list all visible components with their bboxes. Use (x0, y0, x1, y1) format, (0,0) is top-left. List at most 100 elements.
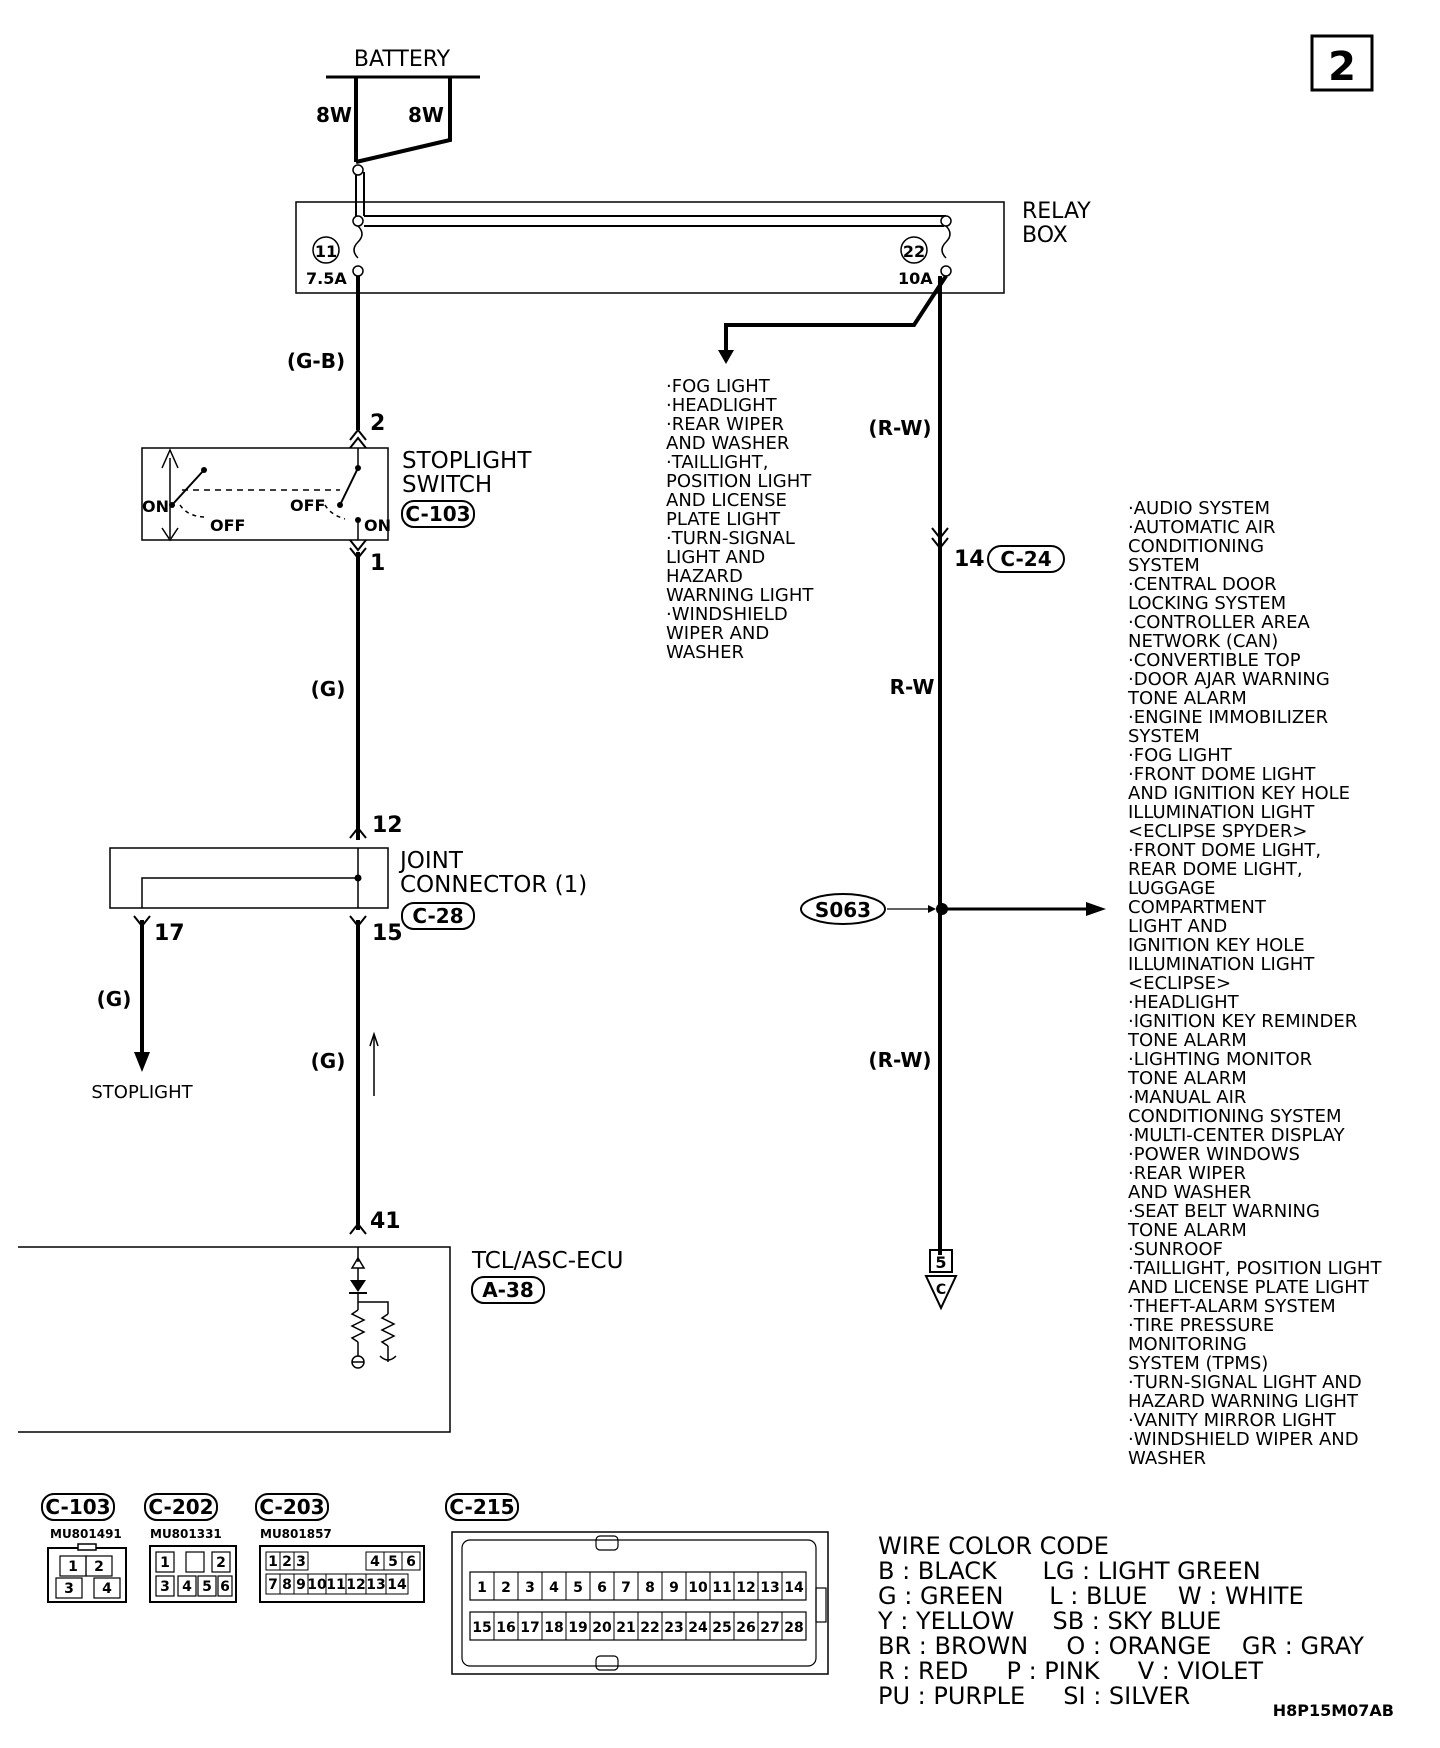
branch-item: ·FOG LIGHT (666, 376, 771, 397)
pin-cell: 6 (220, 1579, 230, 1595)
wire-g-b: (G-B) 2 (287, 276, 385, 436)
connector-part: MU801331 (150, 1527, 222, 1541)
connector-c203: C-203 MU801857 1 2 3 4 5 6 7 8 9 10 11 (255, 1493, 425, 1603)
branch-item: ·CONTROLLER AREA (1128, 612, 1310, 633)
branch-item: ·WINDSHIELD WIPER AND (1128, 1429, 1359, 1450)
fuse22-branch-list: ·FOG LIGHT ·HEADLIGHT ·REAR WIPER AND WA… (666, 376, 819, 663)
branch-item: ·TURN-SIGNAL (666, 528, 795, 549)
continuation-marker: 5 C (924, 1249, 958, 1311)
branch-item: ·CONVERTIBLE TOP (1128, 650, 1301, 671)
wire-color-code-row: B : BLACK LG : LIGHT GREEN (878, 1557, 1261, 1585)
branch-item: ILLUMINATION LIGHT (1128, 802, 1315, 823)
ecu-connector: A-38 (482, 1278, 534, 1302)
branch-item: HAZARD (666, 566, 743, 587)
branch-item: ·TAILLIGHT, (666, 452, 769, 473)
branch-item: AND WASHER (666, 433, 789, 454)
diode-icon (350, 1280, 366, 1292)
resistor-icon (350, 1309, 366, 1343)
branch-item: ·REAR WIPER (1128, 1163, 1246, 1184)
branch-item: AND WASHER (1128, 1182, 1251, 1203)
pin-cell: 14 (784, 1580, 804, 1596)
switch-on-right: ON (364, 516, 391, 535)
continuation-ref: C (936, 1282, 946, 1298)
branch-item: ·AUTOMATIC AIR (1128, 517, 1276, 538)
pin-cell: 2 (282, 1554, 292, 1570)
pin-cell: 12 (736, 1580, 755, 1596)
branch-item: ·VANITY MIRROR LIGHT (1128, 1410, 1337, 1431)
pin-cell: 9 (296, 1577, 306, 1593)
wire-color-code-row: PU : PURPLE SI : SILVER (878, 1682, 1190, 1710)
figure-code: H8P15M07AB (1273, 1701, 1394, 1720)
wire-label-rw-mid: R-W (890, 675, 935, 699)
pin-cell: 24 (688, 1620, 708, 1636)
pin-cell: 7 (621, 1580, 631, 1596)
wire-label-g-1: (G) (311, 677, 346, 701)
connector-badge (144, 1493, 218, 1521)
connector-name: C-202 (148, 1495, 213, 1519)
branch-item: ·ENGINE IMMOBILIZER (1128, 707, 1328, 728)
branch-item: ILLUMINATION LIGHT (1128, 954, 1315, 975)
branch-item: ·WINDSHIELD (666, 604, 788, 625)
branch-item: SYSTEM (TPMS) (1128, 1353, 1268, 1374)
branch-item: TONE ALARM (1127, 1220, 1247, 1241)
joint-pin-top: 12 (372, 813, 403, 838)
branch-item: ·IGNITION KEY REMINDER (1128, 1011, 1357, 1032)
fuse-11-icon (353, 225, 363, 259)
pin-cell: 26 (736, 1620, 755, 1636)
a38-connector-badge (471, 1276, 545, 1304)
branch-item: ·TIRE PRESSURE (1128, 1315, 1274, 1336)
branch-item: NETWORK (CAN) (1128, 631, 1278, 652)
connector-badge (445, 1493, 519, 1521)
branch-item: MONITORING (1128, 1334, 1247, 1355)
branch-item: ·CENTRAL DOOR (1128, 574, 1277, 595)
pin-cell: 8 (645, 1580, 655, 1596)
battery: BATTERY 8W 8W (316, 47, 480, 164)
pin-cell: 9 (669, 1580, 679, 1596)
branch-item: ·SUNROOF (1128, 1239, 1223, 1260)
c103-connector-badge (401, 500, 475, 528)
pin-cell: 4 (102, 1581, 112, 1597)
splice-label: S063 (815, 898, 871, 922)
connector-name: C-203 (259, 1495, 324, 1519)
c24-connector-badge (987, 545, 1065, 573)
pin-cell: 12 (346, 1577, 365, 1593)
switch-pin-bottom: 1 (370, 551, 385, 576)
pin-cell: 13 (366, 1577, 385, 1593)
connector-c215: C-215 1 2 3 4 5 6 7 8 (445, 1493, 829, 1675)
pin-cell: 10 (688, 1580, 708, 1596)
wire-label-g-3: (G) (311, 1049, 346, 1073)
c24-pin: 14 (954, 547, 985, 572)
pin-cell: 18 (544, 1620, 563, 1636)
pin-cell: 19 (568, 1620, 587, 1636)
pin-cell: 3 (296, 1554, 306, 1570)
wire-label-rw-2: (R-W) (868, 1048, 931, 1072)
switch-off-right: OFF (290, 496, 325, 515)
branch-item: WASHER (1128, 1448, 1206, 1469)
switch-on-left: ON (142, 497, 169, 516)
connector-name: C-103 (45, 1495, 110, 1519)
stoplight-branch: (G) STOPLIGHT (91, 920, 194, 1103)
connector-badge (41, 1493, 115, 1521)
branch-item: ·TAILLIGHT, POSITION LIGHT (1128, 1258, 1382, 1279)
branch-item: ·LIGHTING MONITOR (1128, 1049, 1312, 1070)
pin-cell: 4 (549, 1580, 559, 1596)
page-number-box: 2 (1310, 34, 1374, 92)
connector-name: C-215 (449, 1495, 514, 1519)
pin-cell: 2 (501, 1580, 511, 1596)
branch-item: ·DOOR AJAR WARNING (1128, 669, 1330, 690)
joint-label-2: CONNECTOR (1) (400, 872, 587, 898)
battery-wire-left: 8W (316, 103, 352, 127)
pin-cell: 6 (406, 1554, 416, 1570)
stoplight-destination: STOPLIGHT (91, 1082, 193, 1103)
connector-part: MU801491 (50, 1527, 122, 1541)
splice-branch-list: ·AUDIO SYSTEM ·AUTOMATIC AIR CONDITIONIN… (1127, 498, 1387, 1469)
pin-cell: 2 (94, 1559, 104, 1575)
connector-c202: C-202 MU801331 1 2 3 4 5 6 (144, 1493, 237, 1603)
ecu: TCL/ASC-ECU A-38 (18, 1246, 623, 1433)
branch-item: REAR DOME LIGHT, (1128, 859, 1303, 880)
pin-cell: 27 (760, 1620, 779, 1636)
fuse-right-rating: 10A (898, 269, 933, 288)
pin-cell: 22 (640, 1620, 659, 1636)
wire-color-code-row: Y : YELLOW SB : SKY BLUE (877, 1607, 1221, 1635)
pin-cell: 10 (307, 1577, 327, 1593)
